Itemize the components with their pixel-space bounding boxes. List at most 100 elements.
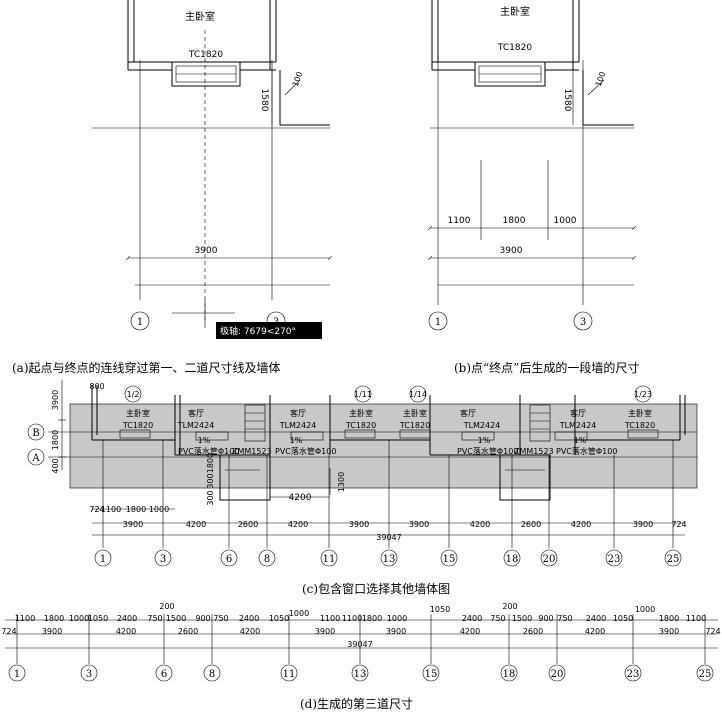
c-row2-5: 3900 [409,520,429,529]
d-row1-2: 1000 [69,614,89,623]
slope-label-2: 1% [290,436,303,445]
d-row1-22: 1050 [613,614,633,623]
c-row2-3: 4200 [288,520,308,529]
slope-label-3: 1% [478,436,491,445]
c-row2-1: 4200 [186,520,206,529]
panel-b-window-label: TC1820 [497,43,532,53]
room-label-6: 客厅 [460,408,476,418]
d-row1-11: 1000 [289,609,309,618]
d-top-1000: 1000 [635,605,655,614]
axis-b-label: B [32,428,39,439]
left-dim-1800: 1800 [51,430,60,450]
d-row1-12: 1100 [320,614,340,623]
panel-b-dim-1800: 1800 [503,216,526,226]
c-axis-15: 15 [443,554,456,565]
room-label-3: 客厅 [290,408,306,418]
d-total: 39047 [347,640,372,649]
d-axis-1: 1 [14,669,20,680]
d-axis-6: 6 [161,669,167,680]
panel-b-dim-1100: 1100 [448,216,471,226]
d-row1-10: 1050 [269,614,289,623]
window-label-4: TC1820 [345,421,376,430]
d-row1-21: 2400 [586,614,606,623]
d-row1-20: 750 [557,614,572,623]
c-axis-6: 6 [226,554,232,565]
d-row1-13: 1100 [342,614,362,623]
panel-b-axis-1: 1 [435,317,441,328]
c-axis-8: 8 [264,554,270,565]
c-row1-1800: 1800 [126,505,146,514]
circle-label-14: 1/14 [409,390,427,399]
d-row1-14: 1800 [362,614,382,623]
polar-tooltip: 极轴: 7679<270° [220,325,296,337]
panel-b-dim-1580: 1580 [562,89,572,112]
room-label-8: 主卧室 [628,408,652,418]
pipe-label-1: PVC落水管Φ100 [178,446,239,456]
window-label-8: TC1820 [624,421,655,430]
d-axis-25: 25 [699,669,712,680]
d-row1-9: 2400 [239,614,259,623]
c-row2-9: 3900 [633,520,653,529]
d-row2-10: 3900 [659,627,679,636]
room-label-5: 主卧室 [403,408,427,418]
circle-label-23: 1/23 [634,390,652,399]
d-axis-3: 3 [86,669,92,680]
room-label-7: 客厅 [570,408,586,418]
c-row2-2: 2600 [238,520,258,529]
c-row1-1000: 1000 [149,505,169,514]
d-row1-6: 1500 [166,614,186,623]
c-axis-18: 18 [506,554,519,565]
panel-c: B A 3900 1800 400 800 1/2 1/11 1/14 1/23… [27,380,698,596]
d-row1-18: 1500 [512,614,532,623]
c-row1-1100: 1100 [101,505,121,514]
slope-label-4: 1% [574,436,587,445]
d-axis-8: 8 [209,669,215,680]
vert-dim-300b: 300 [206,473,215,488]
d-row2-7: 4200 [460,627,480,636]
d-top-1050: 1050 [430,605,450,614]
d-row2-1: 3900 [42,627,62,636]
pipe-label-2: PVC落水管Φ100 [275,446,336,456]
top-dim-800: 800 [89,382,104,391]
d-axis-23: 23 [627,669,640,680]
d-top-200-a: 200 [159,602,174,611]
room-label-4: 主卧室 [349,408,373,418]
panel-b: 主卧室 TC1820 1580 100 1100 1800 1000 3900 … [429,0,639,375]
d-row1-5: 750 [147,614,162,623]
c-row2-8: 4200 [571,520,591,529]
c-axis-25: 25 [667,554,680,565]
d-row2-11: 724 [705,627,720,636]
window-label-7: TLM2424 [559,421,597,430]
door-label-1: ZMM1523 [232,447,272,456]
selection-highlight [69,403,698,489]
window-label-3: TLM2424 [279,421,317,430]
window-label-6: TLM2424 [463,421,501,430]
d-row1-7: 900 [195,614,210,623]
door-label-2: ZMM1523 [514,447,554,456]
d-row2-6: 3900 [386,627,406,636]
d-row2-9: 4200 [585,627,605,636]
c-axis-13: 13 [383,554,396,565]
panel-a-caption: (a)起点与终点的连线穿过第一、二道尺寸线及墙体 [12,360,281,375]
panel-a-axis-1: 1 [137,317,143,328]
d-row2-4: 4200 [240,627,260,636]
panel-b-dim-3900: 3900 [500,246,523,256]
panel-b-room-label: 主卧室 [500,5,530,18]
d-row2-0: 724 [1,627,16,636]
d-row2-2: 4200 [116,627,136,636]
d-row1-19: 900 [538,614,553,623]
d-top-200-b: 200 [502,602,517,611]
d-axis-15: 15 [425,669,438,680]
d-row1-1: 1800 [44,614,64,623]
c-row2-4: 3900 [349,520,369,529]
axis-a-label: A [31,453,40,464]
pipe-label-4: PVC落水管Φ100 [556,446,617,456]
slope-label-1: 1% [198,436,211,445]
c-axis-23: 23 [608,554,621,565]
d-row1-16: 2400 [462,614,482,623]
d-row2-5: 3900 [315,627,335,636]
panel-d-caption: (d)生成的第三道尺寸 [300,696,413,711]
dim-4200-porch: 4200 [289,493,312,503]
d-axis-20: 20 [551,669,564,680]
